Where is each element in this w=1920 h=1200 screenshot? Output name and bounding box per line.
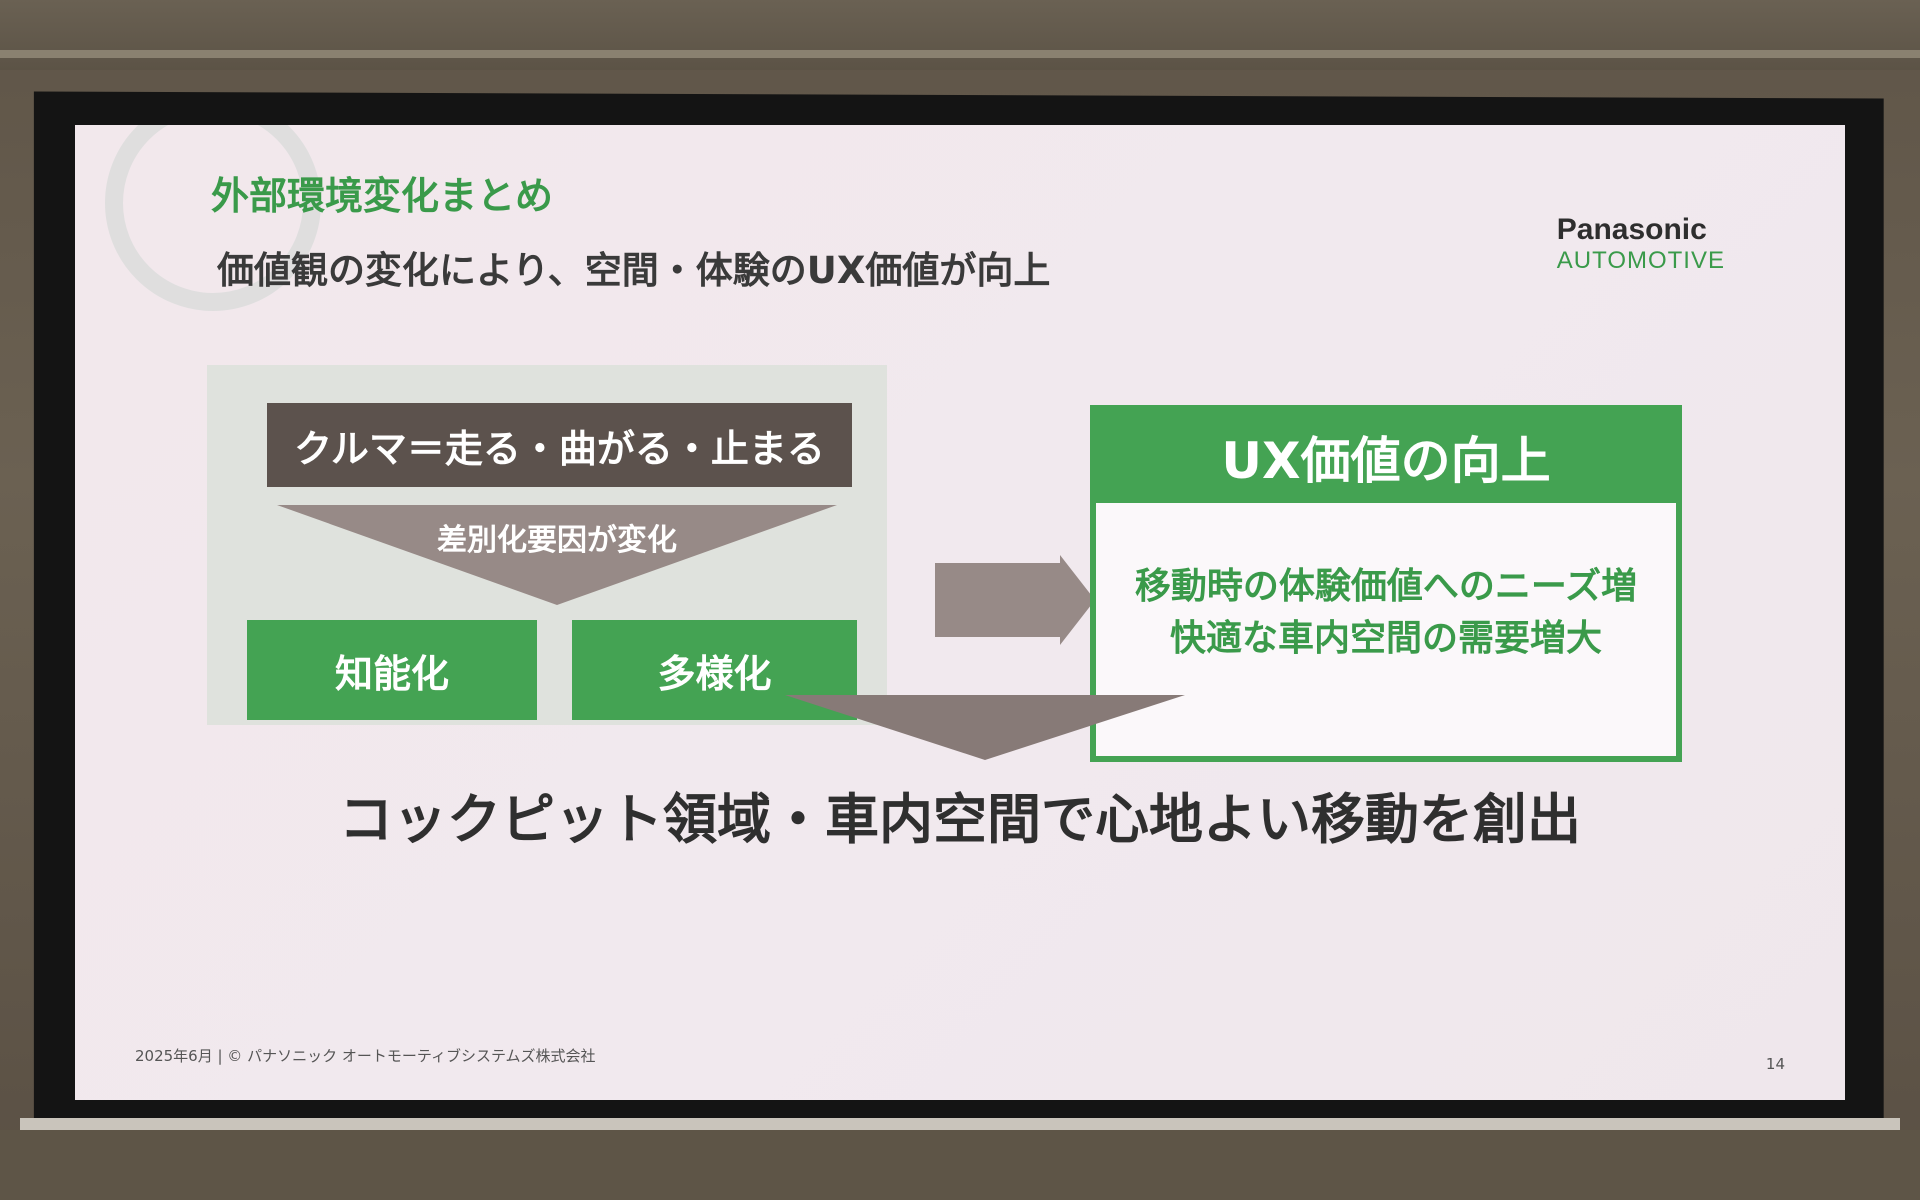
left-panel: クルマ＝走る・曲がる・止まる 差別化要因が変化 知能化 多様化 [207, 365, 887, 725]
conclusion-text: コックピット領域・車内空間で心地よい移動を創出 [339, 788, 1581, 851]
slide-title: 外部環境変化まとめ [211, 174, 554, 218]
intelligence-box: 知能化 [247, 620, 537, 720]
footer-copyright: 2025年6月 | © パナソニック オートモーティブシステムズ株式会社 [135, 1047, 596, 1065]
slide-subtitle: 価値観の変化により、空間・体験のUX価値が向上 [217, 249, 1051, 292]
logo-subtitle: AUTOMOTIVE [1556, 247, 1725, 274]
car-definition-box: クルマ＝走る・曲がる・止まる [267, 403, 852, 487]
ux-line-1: 移動時の体験価値へのニーズ増 [1134, 566, 1638, 607]
wall [0, 0, 1920, 70]
screen-bottom-bar [20, 1118, 1900, 1130]
wall-bottom [0, 1130, 1920, 1200]
ux-line-2: 快適な車内空間の需要増大 [1169, 618, 1602, 659]
right-arrow-icon [935, 555, 1095, 645]
ux-header: UX価値の向上 [1096, 411, 1676, 503]
ux-value-panel: UX価値の向上 移動時の体験価値へのニーズ増 快適な車内空間の需要増大 [1090, 405, 1682, 762]
company-logo: Panasonic AUTOMOTIVE [1557, 213, 1725, 275]
ux-body: 移動時の体験価値へのニーズ増 快適な車内空間の需要増大 [1096, 503, 1676, 665]
presentation-slide: 外部環境変化まとめ 価値観の変化により、空間・体験のUX価値が向上 Panaso… [75, 125, 1845, 1100]
page-number: 14 [1765, 1055, 1785, 1073]
differentiation-label: 差別化要因が変化 [437, 523, 677, 558]
logo-brand: Panasonic [1556, 213, 1707, 246]
screen-rail [0, 50, 1920, 58]
diversification-box: 多様化 [572, 620, 857, 720]
